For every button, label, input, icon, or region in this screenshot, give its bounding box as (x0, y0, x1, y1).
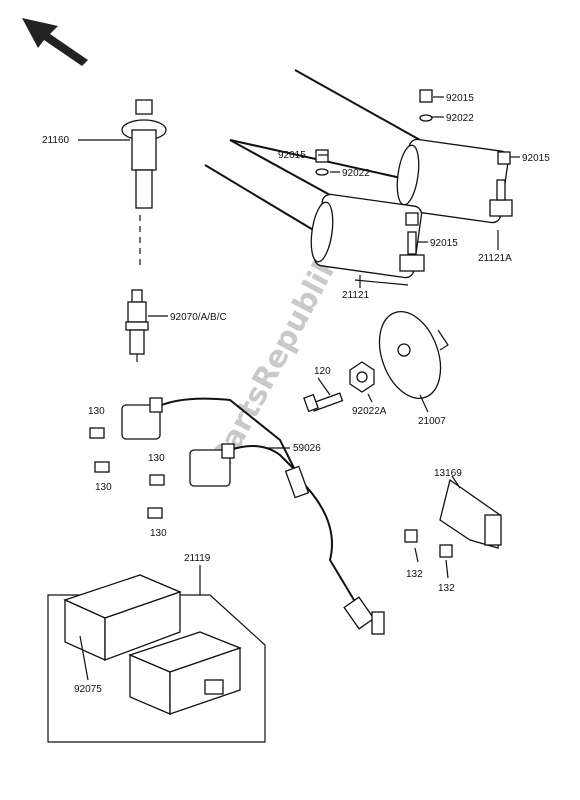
label-130-d: 130 (150, 528, 167, 539)
label-92075: 92075 (74, 684, 102, 695)
label-92015-c: 92015 (522, 153, 550, 164)
label-21007: 21007 (418, 416, 446, 427)
label-92015-d: 92015 (430, 238, 458, 249)
part-labels: 21160 92015 92022 92015 92022 92015 9201… (42, 93, 550, 695)
label-59026: 59026 (293, 443, 321, 454)
label-92015-b: 92015 (278, 150, 306, 161)
label-21119: 21119 (184, 553, 211, 564)
spark-plug-cap (121, 35, 421, 265)
bolts-132 (404, 529, 453, 558)
label-130-c: 130 (148, 453, 165, 464)
label-92022a: 92022A (352, 406, 387, 417)
label-92022-b: 92022 (342, 168, 370, 179)
label-130-b: 130 (95, 482, 112, 493)
leader-lines (78, 96, 520, 681)
label-13169: 13169 (434, 468, 462, 479)
spark-plug (125, 289, 149, 362)
label-21121: 21121 (342, 290, 370, 301)
pickup-coil-harness (121, 397, 385, 635)
label-120: 120 (314, 366, 331, 377)
label-92015-a: 92015 (446, 93, 474, 104)
label-132-b: 132 (438, 583, 455, 594)
bracket (439, 478, 502, 549)
ignition-coil-front (204, 139, 425, 286)
ignition-coil-rear (229, 69, 513, 224)
timing-rotor (378, 310, 449, 400)
nuts-and-washers (315, 89, 511, 226)
label-92022-a: 92022 (446, 113, 474, 124)
igniter-box (47, 574, 266, 743)
label-92070: 92070/A/B/C (170, 312, 227, 323)
label-130-a: 130 (88, 406, 105, 417)
collar (349, 361, 375, 393)
screws-130 (89, 427, 165, 519)
label-21121a: 21121A (478, 253, 512, 264)
label-21160: 21160 (42, 135, 70, 146)
watermark: PartsRepublik (204, 247, 347, 473)
label-132-a: 132 (406, 569, 423, 580)
arrow-up-left-icon (22, 18, 88, 66)
bolt-120 (303, 392, 344, 413)
